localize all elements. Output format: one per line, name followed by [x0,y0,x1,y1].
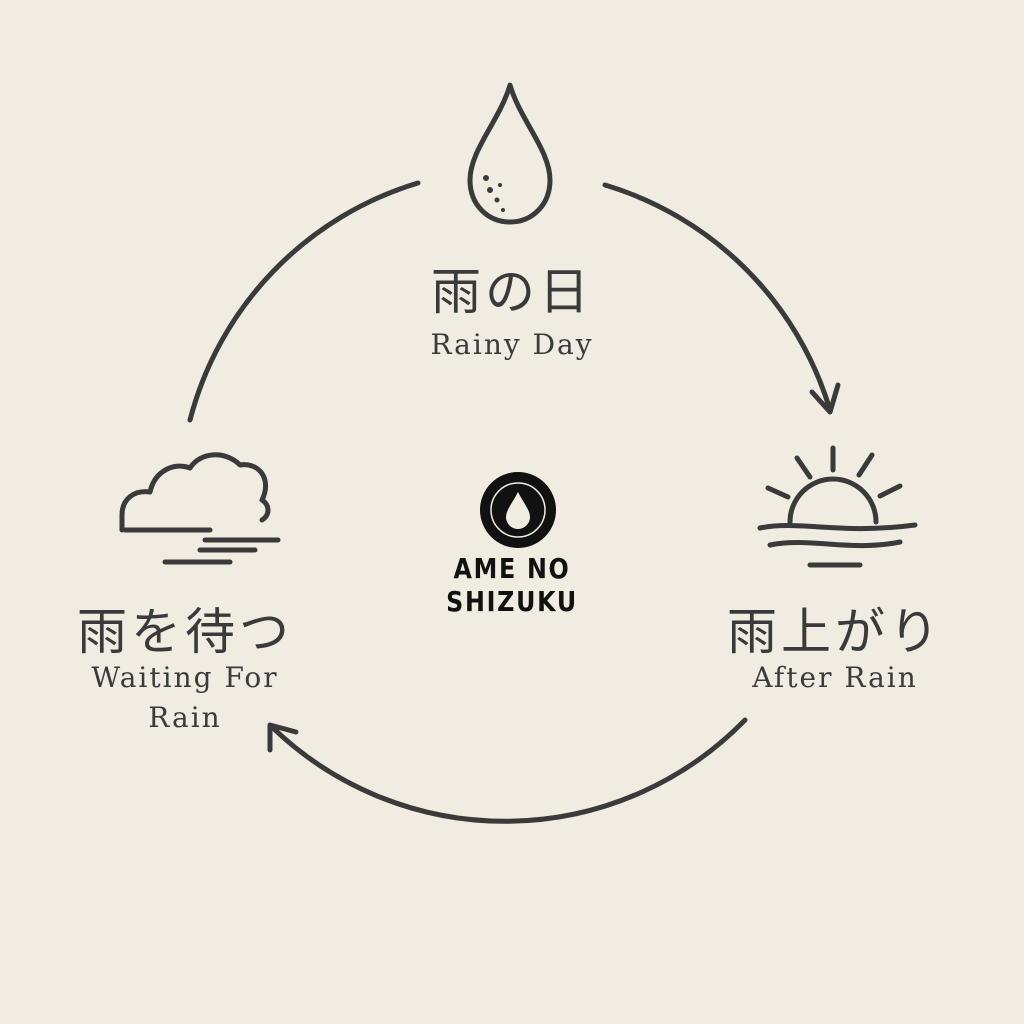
stage-waiting-jp: 雨を待つ [77,603,293,661]
arrowhead-right [809,382,841,415]
stage-rainy-day-jp: 雨の日 [431,263,593,321]
brand-logo [480,472,556,548]
stage-waiting-en: Waiting For Rain [91,661,279,734]
stage-after-rain-en: After Rain [752,661,918,694]
cycle-arrow-left [187,180,421,423]
stage-after-rain-jp: 雨上がり [727,603,943,661]
brand-name: AME NO SHIZUKU [446,552,578,618]
cloud-icon [119,452,281,565]
stage-rainy-day-en: Rainy Day [430,328,594,361]
arrowhead-left [267,722,299,753]
raindrop-icon [467,82,553,225]
cycle-arrow-top-right [602,182,833,413]
sunrise-icon [757,445,918,568]
cycle-arrow-bottom [269,717,748,824]
